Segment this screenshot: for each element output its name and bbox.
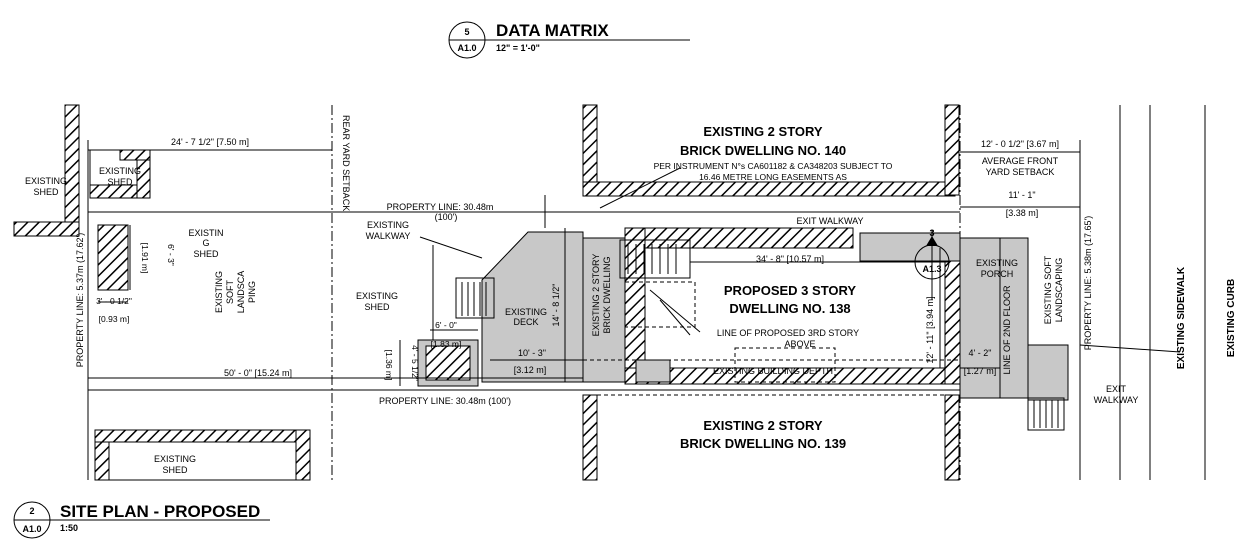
third-story-label: ABOVE: [784, 339, 815, 349]
svg-text:DWELLING NO. 138: DWELLING NO. 138: [729, 301, 850, 316]
property-line-top: PROPERTY LINE: 30.48m: [387, 202, 494, 212]
shed-dim: [0.93 m]: [99, 314, 130, 324]
soft-landscaping-left: SOFT: [225, 279, 235, 304]
svg-text:16.46 METRE LONG EASEMENTS AS: 16.46 METRE LONG EASEMENTS AS: [699, 172, 847, 182]
property-line-top: (100'): [435, 212, 458, 222]
avg-front-setback: AVERAGE FRONT: [982, 156, 1059, 166]
property-line-right: PROPERTY LINE: 5.38m (17.65'): [1083, 216, 1093, 350]
neighbour-walls: [13, 104, 960, 481]
porch-dim: [1.27 m]: [964, 366, 997, 376]
detail-number: 5: [464, 27, 469, 37]
shed-dim: [1.91 m]: [140, 243, 150, 274]
overall-dim: 50' - 0" [15.24 m]: [224, 368, 292, 378]
exit-walkway-top: EXIT WALKWAY: [796, 216, 863, 226]
existing-walkway-label: WALKWAY: [366, 231, 411, 241]
shed-inner-label: SHED: [107, 177, 133, 187]
shed-dim: 6' - 3": [166, 244, 176, 266]
existing-2-story-label: BRICK DWELLING: [602, 256, 612, 333]
svg-text:PROPOSED 3 STORY: PROPOSED 3 STORY: [724, 283, 857, 298]
soft-landscaping-left: EXISTING: [214, 271, 224, 313]
existing-porch: [959, 237, 1029, 399]
front-dim: [3.38 m]: [1006, 208, 1039, 218]
data-matrix-scale: 12" = 1'-0": [496, 43, 540, 53]
existing-shed-mid: [97, 224, 129, 291]
neighbour-bottom-label: EXISTING 2 STORY BRICK DWELLING NO. 139: [680, 418, 846, 451]
shed-dim: [1.83 m]: [431, 339, 462, 349]
dimension-lines: [88, 149, 1080, 386]
shed-shed-label: SHED: [364, 302, 390, 312]
proposed-dwelling: [583, 227, 961, 385]
soft-landscaping-left: LANDSCA: [236, 271, 246, 314]
existing-walkway-label: EXISTING: [367, 220, 409, 230]
shed-left-label: EXISTING: [25, 176, 67, 186]
shed-dim: 4' - 5 1/2": [410, 345, 420, 381]
property-line-bottom: PROPERTY LINE: 30.48m (100'): [379, 396, 511, 406]
porch-dim: 4' - 2": [969, 348, 992, 358]
svg-text:EXISTING 2 STORY: EXISTING 2 STORY: [703, 124, 823, 139]
building-depth-label: EXISTING BUILDING DEPTH: [713, 366, 833, 376]
exit-walkway-right: EXIT: [1106, 384, 1127, 394]
shed-shed-label: EXISTING: [356, 291, 398, 301]
deck-stairs: [455, 277, 495, 319]
detail-number: 2: [29, 506, 34, 516]
existing-porch-label: EXISTING: [976, 258, 1018, 268]
width-dim: 12' - 11" [3.94 m]: [925, 296, 935, 363]
exit-walkway-steps: [1027, 397, 1065, 431]
shed-bottom-label: SHED: [162, 465, 188, 475]
shed-dim: [1.36 m]: [384, 350, 394, 381]
rear-setback-label: REAR YARD SETBACK: [341, 115, 351, 211]
deck-width-dim: [3.12 m]: [514, 365, 547, 375]
shed-inner-label: EXISTING: [99, 166, 141, 176]
shed-dim: 6' - 0": [435, 320, 457, 330]
deck-width-dim: 10' - 3": [518, 348, 546, 358]
deck-depth-dim: 14' - 8 1/2": [551, 284, 561, 327]
section-number: 3: [929, 228, 934, 238]
data-matrix-title-block: 5 A1.0 DATA MATRIX 12" = 1'-0": [448, 21, 690, 59]
svg-text:BRICK DWELLING NO. 139: BRICK DWELLING NO. 139: [680, 436, 846, 451]
existing-deck-label: DECK: [513, 317, 538, 327]
existing-deck-label: EXISTING: [505, 307, 547, 317]
site-plan-title-block: 2 A1.0 SITE PLAN - PROPOSED 1:50: [13, 501, 270, 539]
depth-dim: 34' - 8" [10.57 m]: [756, 254, 824, 264]
shed-dim: 3' - 0 1/2": [96, 296, 132, 306]
second-floor-label: LINE OF 2ND FLOOR: [1002, 285, 1012, 375]
existing-2-story-label: EXISTING 2 STORY: [591, 254, 601, 337]
shed-left-label: SHED: [33, 187, 59, 197]
third-story-label: LINE OF PROPOSED 3RD STORY: [717, 328, 859, 338]
soft-landscaping-left: PING: [247, 281, 257, 303]
soft-landscaping-right: LANDSCAPING: [1054, 258, 1064, 323]
detail-sheet: A1.0: [457, 43, 476, 53]
shed-mid-label: SHED: [193, 249, 219, 259]
curb-label: EXISTING CURB: [1226, 279, 1237, 357]
site-plan-scale: 1:50: [60, 523, 78, 533]
shed-bottom-label: EXISTING: [154, 454, 196, 464]
existing-porch-label: PORCH: [981, 269, 1014, 279]
svg-text:PER INSTRUMENT N°s CA601182 &: PER INSTRUMENT N°s CA601182 & CA348203 S…: [654, 161, 893, 171]
front-dim: 11' - 1": [1008, 190, 1035, 200]
neighbour-top-label: EXISTING 2 STORY BRICK DWELLING NO. 140: [680, 124, 846, 158]
shed-mid-label: EXISTIN: [188, 228, 223, 238]
existing-2-story-band: [582, 237, 626, 383]
easement-note: PER INSTRUMENT N°s CA601182 & CA348203 S…: [654, 161, 893, 182]
soft-landscaping-right: EXISTING SOFT: [1043, 255, 1053, 324]
detail-sheet: A1.0: [22, 524, 41, 534]
exit-walkway-right: WALKWAY: [1094, 395, 1139, 405]
property-line-left: PROPERTY LINE: 5.37m (17.62'): [75, 233, 85, 367]
property-lines: [87, 105, 1206, 480]
front-setback-dim: 12' - 0 1/2" [3.67 m]: [981, 139, 1059, 149]
avg-front-setback: YARD SETBACK: [986, 167, 1055, 177]
porch-steps: [1027, 344, 1069, 401]
svg-text:EXISTING 2 STORY: EXISTING 2 STORY: [703, 418, 823, 433]
proposed-dwelling-label: PROPOSED 3 STORY DWELLING NO. 138: [724, 283, 857, 316]
data-matrix-title: DATA MATRIX: [496, 21, 609, 40]
site-plan-title: SITE PLAN - PROPOSED: [60, 502, 260, 521]
sidewalk-label: EXISTING SIDEWALK: [1176, 266, 1187, 369]
svg-text:BRICK DWELLING NO. 140: BRICK DWELLING NO. 140: [680, 143, 846, 158]
shed-mid-label: G: [202, 238, 209, 248]
rear-yard-dim: 24' - 7 1/2" [7.50 m]: [171, 137, 249, 147]
section-sheet: A1.3: [922, 264, 941, 274]
